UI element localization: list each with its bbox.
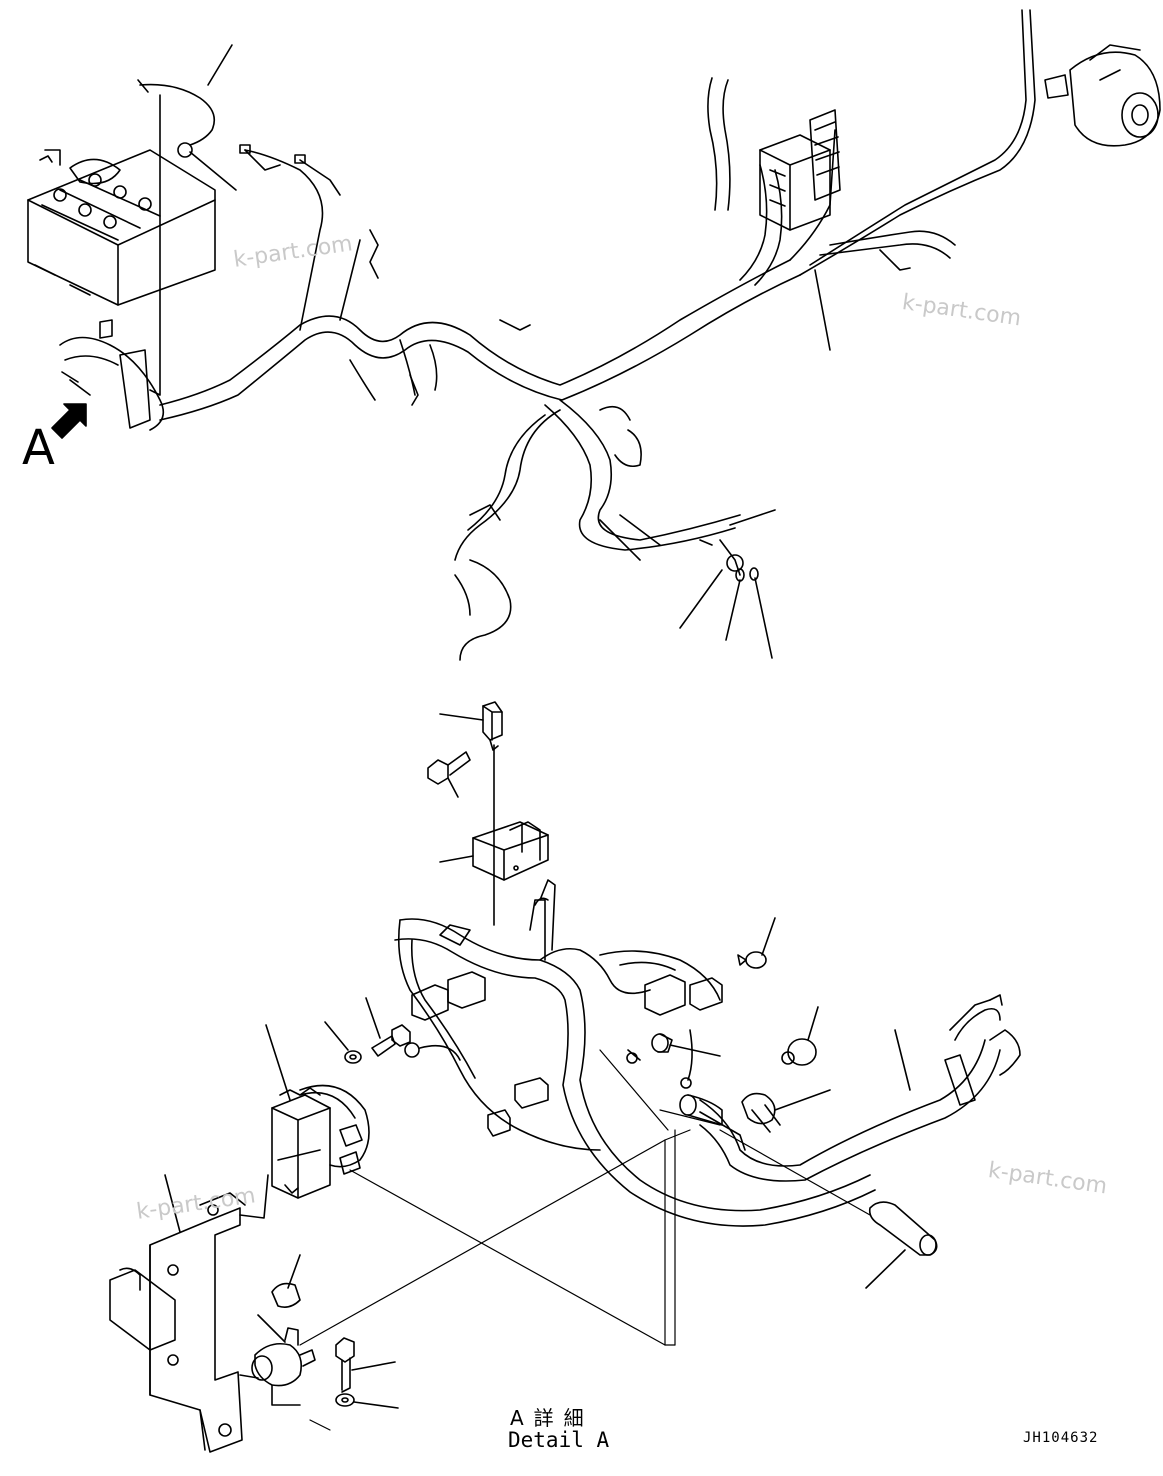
washer (344, 1050, 362, 1064)
harness-connectors (411, 971, 723, 1137)
leader-line (761, 917, 776, 956)
leader-line (754, 577, 773, 659)
leader-line (439, 713, 484, 721)
leader-line (189, 151, 237, 191)
leader-line (725, 579, 741, 641)
detail-caption-english: Detail A (508, 1428, 610, 1452)
cable-lug (679, 1094, 746, 1151)
connector-pigtails (239, 144, 911, 616)
drawing-number: JH104632 (1023, 1430, 1099, 1446)
view-a-label: A (22, 420, 55, 476)
leader-line (164, 1174, 181, 1233)
leader-line (807, 1006, 819, 1041)
leader-line (207, 44, 233, 86)
leader-line (365, 997, 381, 1039)
rubber-grommet (737, 951, 767, 969)
rubber-grommet-large (781, 1038, 817, 1066)
bolt (335, 1337, 355, 1393)
leader-line (669, 1044, 721, 1057)
relay-bracket-small (59, 319, 165, 431)
leader-line (265, 1024, 291, 1101)
leader-line (439, 855, 474, 863)
sleeve (651, 1033, 673, 1053)
washer (335, 1393, 355, 1407)
right-pointing-arrow-icon (51, 403, 87, 439)
leader-line (351, 1361, 396, 1371)
leader-line (353, 1401, 399, 1409)
mounting-bracket (109, 1192, 246, 1453)
battery-relay (271, 1084, 370, 1199)
relay-box (472, 821, 549, 881)
main-harness (159, 9, 1036, 661)
leader-line (774, 1089, 831, 1111)
fuse-block (759, 109, 841, 231)
detail-harness (394, 879, 876, 1227)
battery-cable (139, 83, 216, 146)
starter-motor (1044, 44, 1161, 147)
leader-line (287, 1254, 301, 1289)
leader-line (894, 1029, 911, 1091)
detail-caption-japanese: A詳細 (510, 1406, 594, 1430)
battery (27, 149, 216, 306)
battery-cable-heavy (699, 994, 1021, 1182)
leader-line (865, 1249, 906, 1289)
bolt (371, 1024, 411, 1057)
leader-line (679, 569, 723, 629)
leader-line (257, 1314, 286, 1343)
leader-line (324, 1021, 349, 1051)
leader-line (814, 269, 831, 351)
assembly-lines (299, 1049, 871, 1431)
terminal-cap (271, 1282, 301, 1308)
relay-connector (482, 701, 503, 751)
cable-end-cap (868, 1201, 938, 1256)
terminal-boot (741, 1092, 781, 1133)
leader-line (447, 777, 459, 798)
ring-terminals (404, 1029, 693, 1089)
safety-relay (239, 1327, 316, 1406)
